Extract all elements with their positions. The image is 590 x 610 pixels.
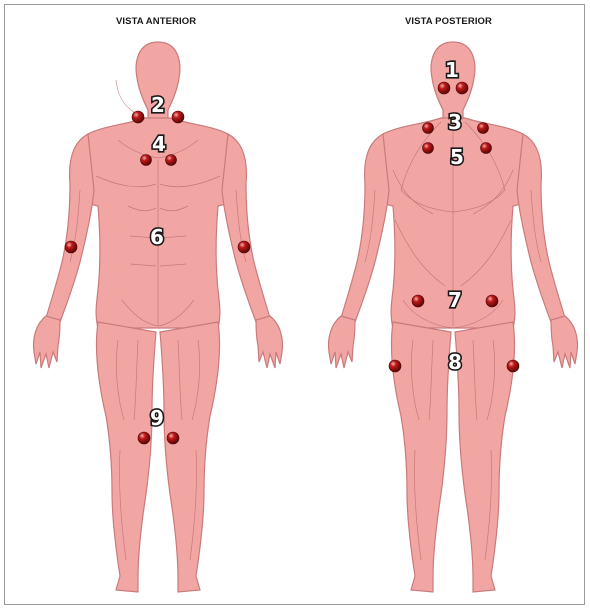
point-number-1: 1 (445, 58, 459, 82)
tender-point-marker-icon (438, 82, 450, 94)
tender-point-marker-icon (423, 143, 434, 154)
point-number-6: 6 (150, 225, 164, 249)
tender-point-marker-icon (138, 432, 150, 444)
point-number-4: 4 (152, 132, 166, 156)
tender-point-marker-icon (132, 111, 144, 123)
tender-point-marker-icon (423, 123, 434, 134)
point-number-8: 8 (448, 350, 462, 374)
tender-point-marker-icon (65, 241, 77, 253)
tender-point-marker-icon (412, 295, 424, 307)
tender-point-marker-icon (172, 111, 184, 123)
anterior-body-silhouette (34, 42, 283, 592)
tender-point-marker-icon (481, 143, 492, 154)
point-number-7: 7 (448, 288, 462, 312)
tender-point-marker-icon (456, 82, 468, 94)
tender-point-marker-icon (478, 123, 489, 134)
tender-point-marker-icon (141, 155, 152, 166)
tender-point-marker-icon (507, 360, 519, 372)
tender-point-marker-icon (167, 432, 179, 444)
tender-point-marker-icon (166, 155, 177, 166)
tender-point-marker-icon (389, 360, 401, 372)
point-number-2: 2 (151, 93, 165, 117)
point-number-5: 5 (450, 145, 464, 169)
tender-point-marker-icon (238, 241, 250, 253)
point-number-3: 3 (448, 110, 462, 134)
point-number-9: 9 (150, 406, 164, 430)
tender-point-marker-icon (486, 295, 498, 307)
